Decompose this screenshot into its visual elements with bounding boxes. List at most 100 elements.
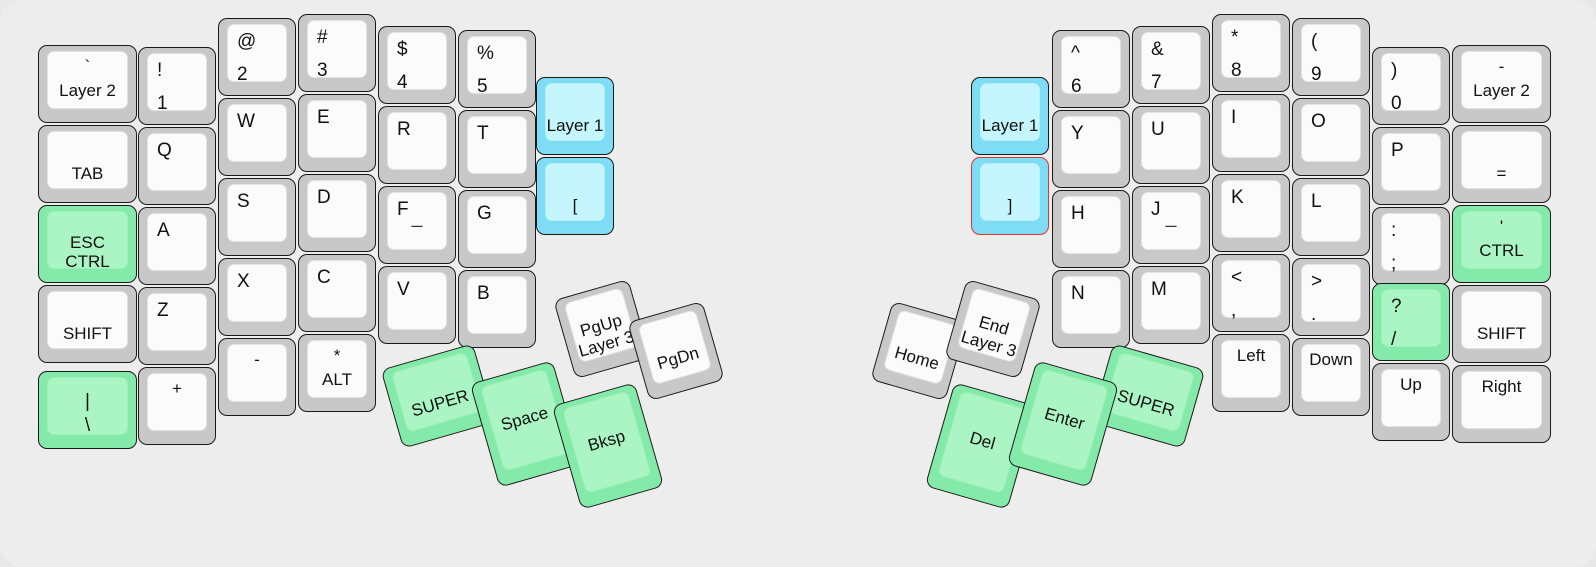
legend-bottom: Layer 2 [1473,81,1530,100]
k-plus[interactable]: + [138,367,216,445]
k-e[interactable]: E [298,94,376,172]
legend-center: Layer 1 [981,116,1039,135]
k-f[interactable]: F_ [378,186,456,264]
legend-bottom: 1 [157,93,168,114]
k-x[interactable]: X [218,258,296,336]
legend-center: Del [967,428,998,454]
k-d[interactable]: D [298,174,376,252]
k-equals[interactable]: = [1452,125,1551,203]
k-grave-layer2[interactable]: `Layer 2 [38,45,137,123]
legend-center: Space [498,402,551,435]
legend-center: = [1496,164,1507,183]
k-q[interactable]: Q [138,127,216,205]
legend-top: ESC [70,233,105,252]
keycap-surface: `Layer 2 [47,51,128,109]
k-rbracket[interactable]: ] [971,157,1049,235]
keycap-surface: N [1061,276,1121,334]
k-i[interactable]: I [1212,94,1290,172]
k-layer1-r[interactable]: Layer 1 [971,77,1049,155]
legend-top: : [1391,220,1397,241]
keycap-surface: H [1061,196,1121,254]
k-g[interactable]: G [458,190,536,268]
legend-top: * [333,346,341,365]
k-0[interactable]: )0 [1372,47,1450,125]
keycap-surface: -Layer 2 [1461,51,1542,109]
k-h[interactable]: H [1052,190,1130,268]
k-period[interactable]: >. [1292,258,1370,336]
keycap-surface: M [1141,272,1201,330]
legend-bottom: ; [1391,253,1397,274]
k-y[interactable]: Y [1052,110,1130,188]
k-down[interactable]: Down [1292,338,1370,416]
k-1[interactable]: !1 [138,47,216,125]
k-w[interactable]: W [218,98,296,176]
legend-bottom: \ [84,415,91,436]
keycap-surface: <, [1221,260,1281,320]
k-v[interactable]: V [378,266,456,344]
k-7[interactable]: &7 [1132,26,1210,104]
k-9[interactable]: (9 [1292,18,1370,96]
k-a[interactable]: A [138,207,216,285]
legend-bottom: 6 [1071,76,1082,97]
k-r[interactable]: R [378,106,456,184]
keycap-surface: Y [1061,116,1121,174]
keycap-surface: PgDn [637,309,713,386]
keycap-surface: !1 [147,53,207,114]
k-tab[interactable]: TAB [38,125,137,203]
legend-top: > [1311,271,1323,292]
k-slash[interactable]: ?/ [1372,283,1450,361]
k-layer1-l[interactable]: Layer 1 [536,77,614,155]
k-minus[interactable]: - [218,338,296,416]
k-l[interactable]: L [1292,178,1370,256]
k-lbracket[interactable]: [ [536,157,614,235]
keycap-surface: = [1461,131,1542,189]
legend-top: W [237,111,255,132]
k-left[interactable]: Left [1212,334,1290,412]
k-quote-ctrl[interactable]: 'CTRL [1452,205,1551,283]
k-u[interactable]: U [1132,106,1210,184]
k-6[interactable]: ^6 [1052,30,1130,108]
k-z[interactable]: Z [138,287,216,365]
k-c[interactable]: C [298,254,376,332]
k-shift-r[interactable]: SHIFT [1452,285,1551,363]
k-s[interactable]: S [218,178,296,256]
k-j[interactable]: J_ [1132,186,1210,264]
k-right[interactable]: Right [1452,365,1551,443]
keycap-surface: [ [545,163,605,221]
k-m[interactable]: M [1132,266,1210,344]
keycap-surface: Layer 1 [545,83,605,141]
k-pipe-bslash[interactable]: |\ [38,371,137,449]
k-b[interactable]: B [458,270,536,348]
legend-center: TAB [71,164,104,183]
legend-top: O [1311,111,1326,132]
k-p[interactable]: P [1372,127,1450,205]
k-4[interactable]: $4 [378,26,456,104]
k-minus-layer2[interactable]: -Layer 2 [1452,45,1551,123]
k-8[interactable]: *8 [1212,14,1290,92]
k-2[interactable]: @2 [218,18,296,96]
legend-center: [ [572,196,578,215]
keycap-surface: ?/ [1381,289,1441,349]
k-k[interactable]: K [1212,174,1290,252]
keycap-surface: %5 [467,36,527,96]
k-up[interactable]: Up [1372,363,1450,441]
legend-top: < [1231,267,1243,288]
legend-bottom: 4 [397,72,408,93]
k-o[interactable]: O [1292,98,1370,176]
keycap-surface: ] [980,163,1040,221]
k-shift-l[interactable]: SHIFT [38,285,137,363]
k-comma[interactable]: <, [1212,254,1290,332]
keycap-surface: *8 [1221,20,1281,80]
k-n[interactable]: N [1052,270,1130,348]
keycap-surface: @2 [227,24,287,84]
k-semicolon[interactable]: :; [1372,207,1450,285]
k-5[interactable]: %5 [458,30,536,108]
legend-center: Layer 1 [546,116,604,135]
legend-center: PgDn [655,343,702,374]
keycap-surface: ^6 [1061,36,1121,97]
k-alt[interactable]: *ALT [298,334,376,412]
k-t[interactable]: T [458,110,536,188]
k-3[interactable]: #3 [298,14,376,92]
